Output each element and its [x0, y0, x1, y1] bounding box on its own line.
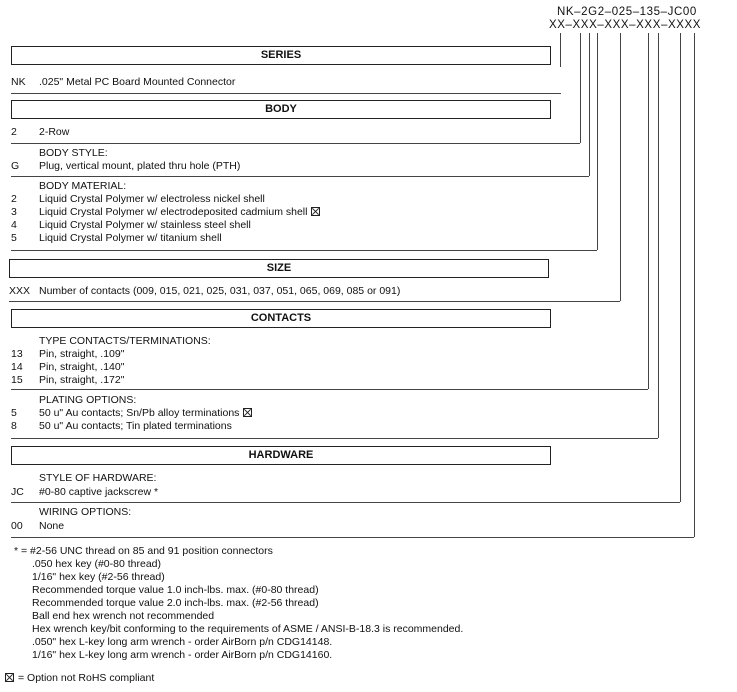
- material-code: 4: [11, 219, 17, 231]
- hardware-desc: #0-80 captive jackscrew *: [39, 486, 159, 498]
- body-material-title: BODY MATERIAL:: [39, 180, 127, 192]
- wiring-title: WIRING OPTIONS:: [39, 506, 132, 518]
- note-line: .050 hex key (#0-80 thread): [32, 558, 161, 570]
- series-desc: .025" Metal PC Board Mounted Connector: [39, 76, 236, 88]
- note-line: Recommended torque value 1.0 inch-lbs. m…: [32, 584, 319, 596]
- size-desc: Number of contacts (009, 015, 021, 025, …: [39, 285, 401, 297]
- divider-plating: [11, 438, 658, 439]
- body-desc: 2-Row: [39, 126, 70, 138]
- material-code: 3: [11, 206, 17, 218]
- section-header-size: SIZE: [9, 259, 549, 278]
- note-line: Hex wrench key/bit conforming to the req…: [32, 623, 464, 635]
- material-desc-row: Liquid Crystal Polymer w/ electrodeposit…: [39, 206, 321, 218]
- plating-desc: 50 u" Au contacts; Tin plated terminatio…: [39, 420, 232, 432]
- note-line: 1/16" hex key (#2-56 thread): [32, 571, 165, 583]
- divider-hardware: [11, 502, 680, 503]
- contact-code: 14: [11, 361, 23, 373]
- note-line: * = #2-56 UNC thread on 85 and 91 positi…: [14, 545, 273, 557]
- leader-wiring: [694, 33, 695, 537]
- plating-desc: 50 u" Au contacts; Sn/Pb alloy terminati…: [39, 407, 240, 419]
- material-desc: Liquid Crystal Polymer w/ electroless ni…: [39, 193, 265, 205]
- divider-body-style: [11, 176, 589, 177]
- contact-desc: Pin, straight, .140": [39, 361, 125, 373]
- note-line: Recommended torque value 2.0 inch-lbs. m…: [32, 597, 319, 609]
- material-code: 5: [11, 232, 17, 244]
- leader-plating: [658, 33, 659, 438]
- divider-wiring: [11, 537, 694, 538]
- series-code: NK: [11, 76, 26, 88]
- hardware-code: JC: [11, 486, 24, 498]
- contact-type-title: TYPE CONTACTS/TERMINATIONS:: [39, 335, 211, 347]
- x-box-icon: [5, 673, 14, 682]
- part-number-format: XX–XXX–XXX–XXX–XXXX: [549, 19, 702, 31]
- leader-hardware: [680, 33, 681, 502]
- contact-code: 15: [11, 374, 23, 386]
- x-box-icon: [311, 207, 321, 216]
- material-desc: Liquid Crystal Polymer w/ titanium shell: [39, 232, 222, 244]
- section-header-series: SERIES: [11, 46, 551, 65]
- x-box-icon: [243, 408, 253, 417]
- section-header-body: BODY: [11, 100, 551, 119]
- note-line: .050" hex L-key long arm wrench - order …: [32, 636, 333, 648]
- divider-series: [11, 93, 561, 94]
- size-code: XXX: [9, 285, 31, 297]
- contact-code: 13: [11, 348, 23, 360]
- leader-series: [560, 33, 561, 67]
- part-number-example: NK–2G2–025–135–JC00: [557, 6, 697, 18]
- contact-desc: Pin, straight, .172": [39, 374, 125, 386]
- section-header-hardware: HARDWARE: [11, 446, 551, 465]
- divider-body-material: [11, 250, 597, 251]
- legend: = Option not RoHS compliant: [5, 672, 154, 684]
- note-line: 1/16" hex L-key long arm wrench - order …: [32, 649, 333, 661]
- plating-code: 8: [11, 420, 17, 432]
- material-desc: Liquid Crystal Polymer w/ electrodeposit…: [39, 206, 308, 218]
- body-code: 2: [11, 126, 17, 138]
- leader-body-material: [597, 33, 598, 250]
- legend-text: = Option not RoHS compliant: [18, 672, 155, 684]
- leader-body-style: [589, 33, 590, 176]
- body-style-title: BODY STYLE:: [39, 147, 108, 159]
- body-style-code: G: [11, 160, 20, 172]
- leader-size: [620, 33, 621, 301]
- wiring-desc: None: [39, 520, 65, 532]
- plating-title: PLATING OPTIONS:: [39, 394, 137, 406]
- wiring-code: 00: [11, 520, 23, 532]
- divider-contact-type: [11, 389, 648, 390]
- body-style-desc: Plug, vertical mount, plated thru hole (…: [39, 160, 241, 172]
- section-header-contacts: CONTACTS: [11, 309, 551, 328]
- hardware-style-title: STYLE OF HARDWARE:: [39, 472, 157, 484]
- material-desc: Liquid Crystal Polymer w/ stainless stee…: [39, 219, 251, 231]
- material-code: 2: [11, 193, 17, 205]
- plating-code: 5: [11, 407, 17, 419]
- divider-size: [9, 301, 620, 302]
- plating-desc-row: 50 u" Au contacts; Sn/Pb alloy terminati…: [39, 407, 253, 419]
- divider-body: [11, 143, 580, 144]
- note-line: Ball end hex wrench not recommended: [32, 610, 215, 622]
- leader-contact-type: [648, 33, 649, 389]
- leader-body: [580, 33, 581, 143]
- contact-desc: Pin, straight, .109": [39, 348, 125, 360]
